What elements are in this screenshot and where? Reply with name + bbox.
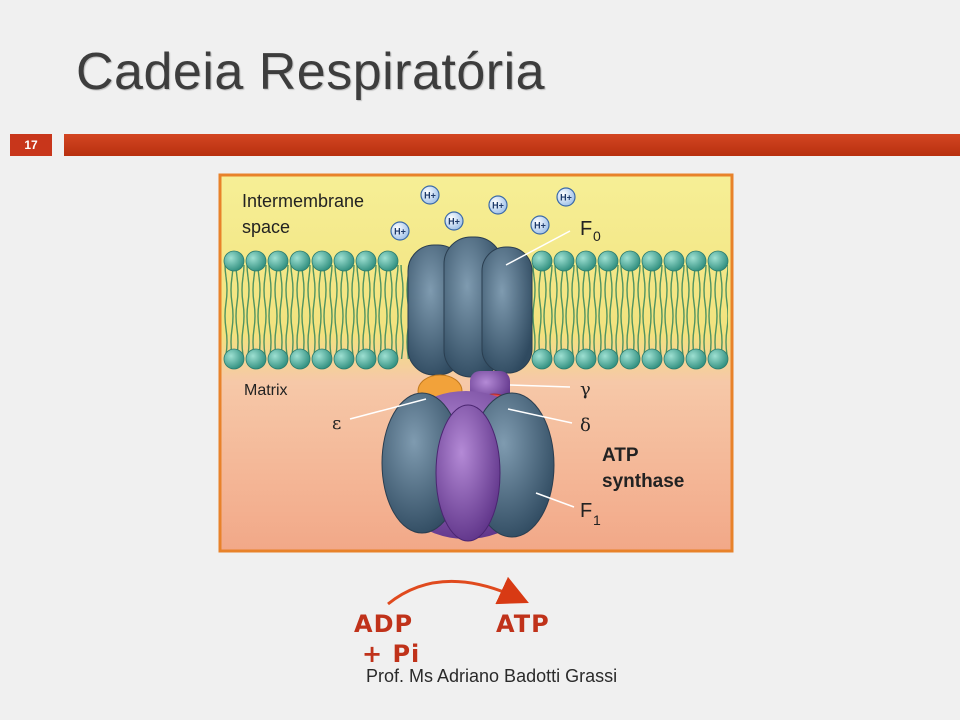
f0-subscript: 0	[593, 228, 601, 244]
lipid-head	[553, 348, 575, 370]
lipid-head	[311, 250, 333, 272]
lipid-head	[355, 250, 377, 272]
proton-icon: H+	[444, 211, 464, 231]
lipid-head	[223, 348, 245, 370]
proton-icon: H+	[530, 215, 550, 235]
lipid-head	[289, 250, 311, 272]
lipid-head	[707, 348, 729, 370]
lipid-head	[267, 250, 289, 272]
lipid-head	[531, 348, 553, 370]
lipid-head	[641, 348, 663, 370]
leader-lines	[349, 230, 575, 508]
lipid-head	[663, 348, 685, 370]
slide-title: Cadeia Respiratória	[76, 43, 546, 101]
lipid-head	[377, 250, 399, 272]
gamma-label: γ	[580, 379, 591, 400]
arrow-curve	[387, 576, 529, 606]
proton-icon: H+	[390, 221, 410, 241]
lipid-head	[289, 348, 311, 370]
reaction-arrow	[387, 576, 529, 606]
atp-synthase-figure: H+H+H+H+H+H+ Intermembrane space Matrix …	[218, 173, 734, 553]
lipid-head	[685, 250, 707, 272]
lipid-head	[355, 348, 377, 370]
intermembrane-label: Intermembrane	[242, 191, 364, 211]
lipid-head	[333, 348, 355, 370]
lipid-heads-bottom	[223, 348, 729, 370]
svg-text:H+: H+	[394, 227, 406, 237]
epsilon-label: ε	[332, 413, 341, 434]
product-atp: ATP	[496, 610, 550, 638]
svg-text:H+: H+	[492, 201, 504, 211]
proton-icon: H+	[556, 187, 576, 207]
f1-subunit	[381, 391, 555, 542]
lipid-head	[685, 348, 707, 370]
lipid-head	[245, 250, 267, 272]
lipid-head	[619, 348, 641, 370]
author-credit: Prof. Ms Adriano Badotti Grassi	[366, 666, 618, 686]
lipid-head	[707, 250, 729, 272]
svg-text:H+: H+	[534, 221, 546, 231]
lipid-head	[223, 250, 245, 272]
substrate-pi: + Pi	[362, 640, 421, 668]
lipid-head	[597, 348, 619, 370]
lipid-head	[597, 250, 619, 272]
delta-label: δ	[580, 415, 591, 436]
title-accent-bar	[64, 134, 960, 156]
svg-text:H+: H+	[560, 193, 572, 203]
matrix-label: Matrix	[244, 382, 288, 399]
atp-synthase-label-1: ATP	[602, 445, 639, 466]
f0-subunit	[407, 236, 533, 378]
f0-label: F	[580, 218, 592, 240]
substrate-adp: ADP	[354, 610, 414, 638]
lipid-head	[531, 250, 553, 272]
lipid-head	[575, 348, 597, 370]
lipid-head	[267, 348, 289, 370]
lipid-head	[575, 250, 597, 272]
lipid-head	[245, 348, 267, 370]
proton-icon: H+	[420, 185, 440, 205]
proton-icon: H+	[488, 195, 508, 215]
lipid-head	[553, 250, 575, 272]
protons: H+ H+ H+ H+ H+ H+	[390, 185, 576, 241]
lipid-head	[377, 348, 399, 370]
f1-subscript: 1	[593, 512, 601, 528]
lipid-head	[311, 348, 333, 370]
lipid-head	[663, 250, 685, 272]
lipid-head	[333, 250, 355, 272]
svg-text:H+: H+	[424, 191, 436, 201]
f1-label: F	[580, 500, 592, 522]
slide-number: 17	[10, 134, 52, 156]
atp-synthase-label-2: synthase	[602, 471, 684, 492]
svg-text:H+: H+	[448, 217, 460, 227]
lipid-head	[641, 250, 663, 272]
lipid-heads-top	[223, 250, 729, 272]
space-label: space	[242, 217, 290, 237]
lipid-head	[619, 250, 641, 272]
